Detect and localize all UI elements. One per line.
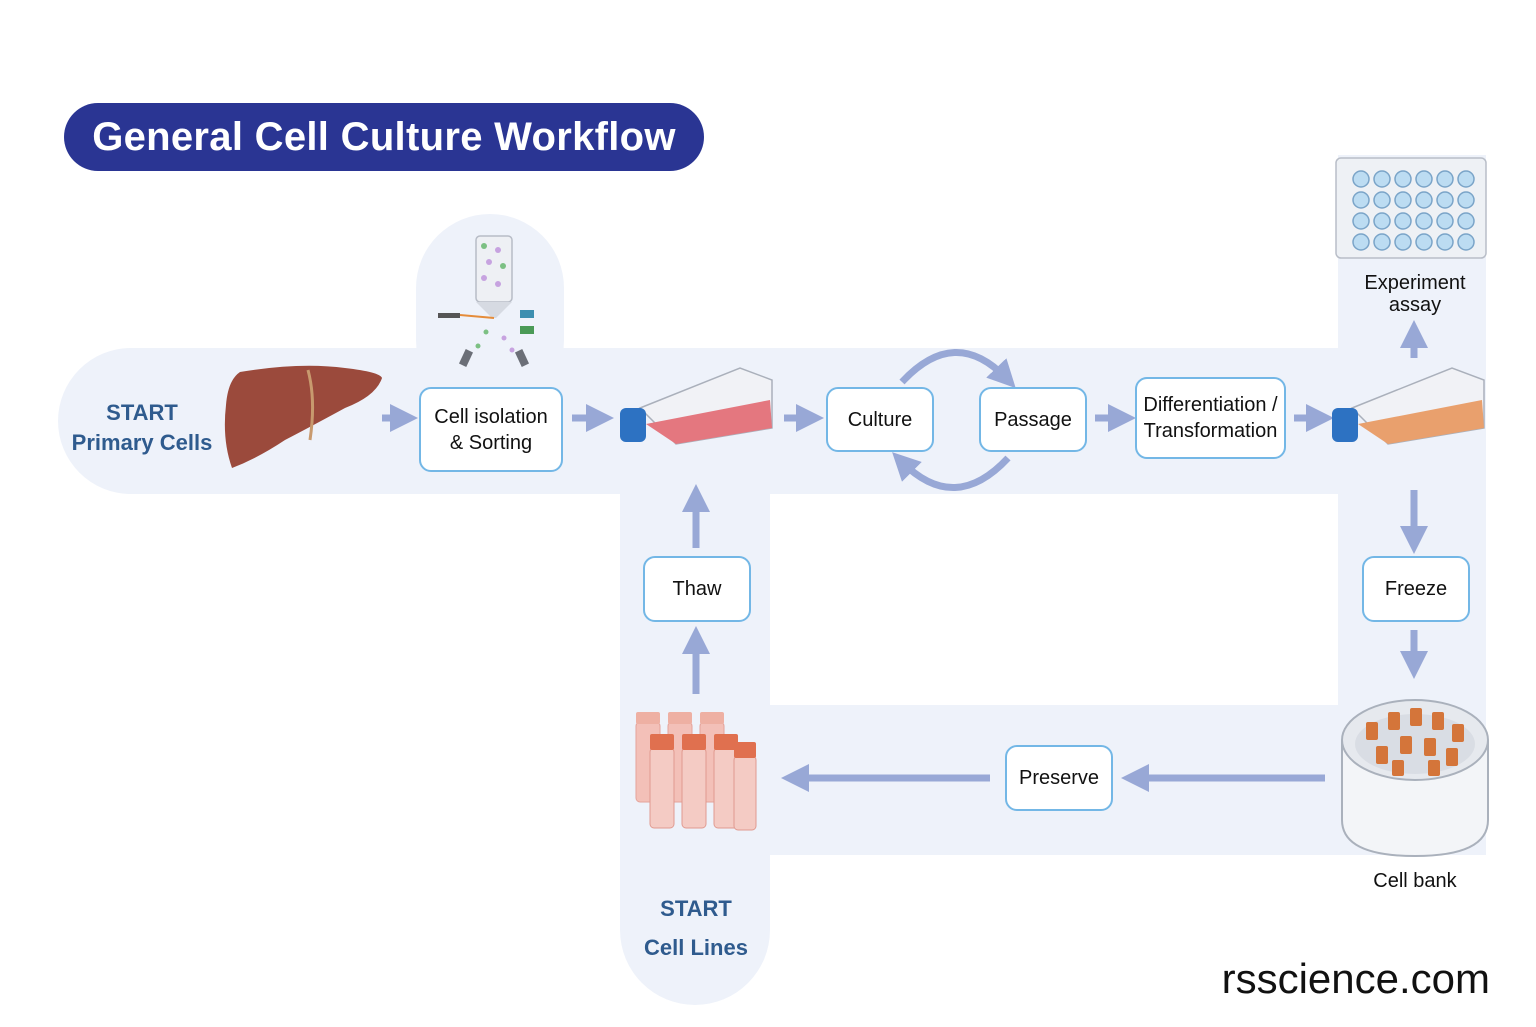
cell-bank-label: Cell bank <box>1373 870 1457 892</box>
flask-orange-icon <box>1332 367 1485 445</box>
start-primary-label: Primary Cells <box>71 430 213 455</box>
start-lines-start: START <box>660 896 732 921</box>
workflow-track <box>58 155 1486 1005</box>
start-primary-start: START <box>106 400 178 425</box>
site-watermark: rsscience.com <box>1221 955 1490 1002</box>
culture-step: Culture <box>826 387 934 452</box>
flask-pink-icon <box>620 367 773 445</box>
diff-line2: Transformation <box>1143 420 1278 442</box>
experiment-assay-label: Experiment assay <box>1340 272 1490 316</box>
cryo-vials-icon <box>635 712 757 831</box>
freeze-step: Freeze <box>1362 556 1470 622</box>
isolation-line1: Cell isolation <box>434 405 548 428</box>
experiment-line2: assay <box>1388 294 1442 316</box>
arrow-cycle-bottom <box>892 452 1011 491</box>
cell-bank-icon <box>1341 699 1489 858</box>
thaw-step: Thaw <box>643 556 751 622</box>
well-plate-icon <box>1335 157 1487 259</box>
page-title: General Cell Culture Workflow <box>64 103 704 171</box>
passage-step: Passage <box>979 387 1087 452</box>
arrow-cycle-top <box>899 349 1016 389</box>
isolation-line2: & Sorting <box>449 431 533 454</box>
liver-icon <box>224 365 382 468</box>
start-lines-label: Cell Lines <box>644 935 748 960</box>
differentiation-transformation-step: Differentiation / Transformation <box>1135 377 1286 459</box>
start-primary-cells: START Primary Cells <box>60 398 224 458</box>
diff-line1: Differentiation / <box>1143 394 1278 416</box>
start-cell-lines: START Cell Lines <box>620 894 772 963</box>
cell-sorter-icon <box>438 235 534 367</box>
preserve-step: Preserve <box>1005 745 1113 811</box>
cell-isolation-sorting-step: Cell isolation & Sorting <box>419 387 563 472</box>
flow-arrows <box>382 320 1428 792</box>
experiment-line1: Experiment <box>1364 272 1466 294</box>
